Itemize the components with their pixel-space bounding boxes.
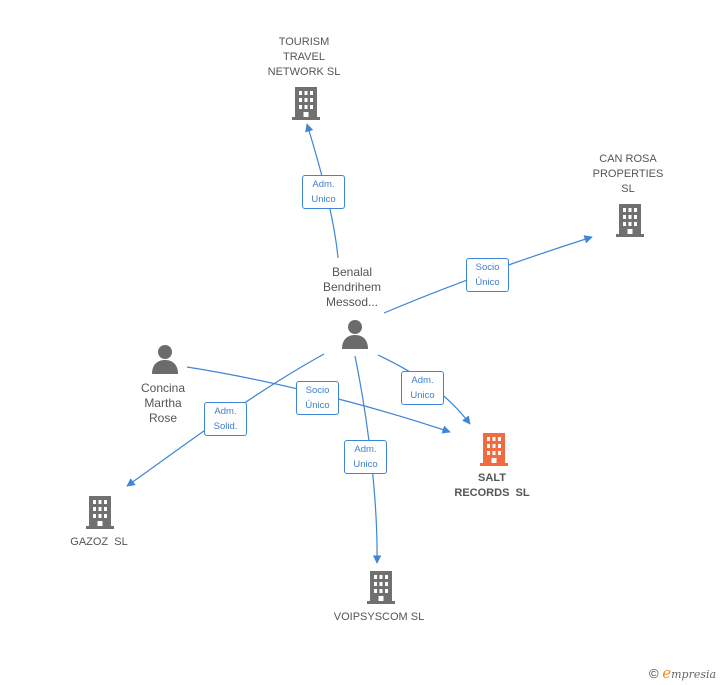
node-label-line: TOURISM: [278, 36, 330, 48]
edge-label-line: Adm.: [312, 179, 335, 190]
node-label-line: GAZOZ SL: [70, 536, 128, 548]
node-label-line: SALT: [478, 472, 506, 484]
edge-label-line: Unico: [410, 390, 435, 401]
node-label-line: Bendrihem: [322, 280, 382, 294]
edge-label-line: Unico: [311, 194, 336, 205]
edge-label-tourism[interactable]: Adm. Unico: [302, 175, 345, 209]
edge-label-line: Unico: [353, 459, 378, 470]
edge-label-line: Adm.: [214, 406, 237, 417]
empresia-logo-initial: e: [662, 664, 672, 682]
node-label-salt[interactable]: SALT RECORDS SL: [442, 471, 542, 501]
node-label-gazoz[interactable]: GAZOZ SL: [49, 535, 149, 550]
node-label-line: TRAVEL: [283, 51, 325, 63]
node-label-tourism[interactable]: TOURISM TRAVEL NETWORK SL: [254, 35, 354, 80]
node-label-line: Martha: [144, 396, 182, 410]
building-icon-canrosa[interactable]: [614, 202, 646, 238]
node-label-voipsyscom[interactable]: VOIPSYSCOM SL: [319, 610, 439, 625]
copyright-symbol: ©: [649, 666, 659, 681]
edge-label-line: Adm.: [354, 444, 377, 455]
building-icon-gazoz[interactable]: [84, 494, 116, 530]
node-label-line: Rose: [148, 411, 177, 425]
node-label-line: Messod...: [325, 295, 379, 309]
edge-label-salt-adm[interactable]: Adm. Unico: [401, 371, 444, 405]
footer-brand: © empresia: [649, 664, 716, 682]
node-label-line: SL: [621, 183, 635, 195]
edge-label-line: Socio: [475, 262, 500, 273]
node-label-concina[interactable]: Concina Martha Rose: [113, 381, 213, 426]
node-label-line: NETWORK SL: [267, 66, 341, 78]
node-label-benalal[interactable]: Benalal Bendrihem Messod...: [302, 265, 402, 310]
node-label-line: Concina: [140, 381, 186, 395]
edge-label-voip[interactable]: Adm. Unico: [344, 440, 387, 474]
node-label-line: VOIPSYSCOM SL: [333, 611, 425, 623]
node-label-canrosa[interactable]: CAN ROSA PROPERTIES SL: [578, 152, 678, 197]
node-label-line: CAN ROSA: [599, 153, 657, 165]
node-label-line: RECORDS SL: [454, 487, 530, 499]
edge-label-line: Socio: [305, 385, 330, 396]
edge-label-line: Adm.: [411, 375, 434, 386]
node-label-line: PROPERTIES: [592, 168, 664, 180]
building-icon-voipsyscom[interactable]: [365, 569, 397, 605]
building-icon-tourism[interactable]: [290, 85, 322, 121]
edge-label-line: Solid.: [213, 421, 238, 432]
person-icon-concina[interactable]: [150, 343, 180, 375]
edge-label-line: Único: [305, 400, 330, 411]
edge-label-salt-socio[interactable]: Socio Único: [296, 381, 339, 415]
empresia-logo-text: mpresia: [671, 668, 717, 681]
building-icon-salt[interactable]: [478, 431, 510, 467]
edge-label-canrosa[interactable]: Socio Único: [466, 258, 509, 292]
person-icon-benalal[interactable]: [340, 318, 370, 350]
edge-label-gazoz[interactable]: Adm. Solid.: [204, 402, 247, 436]
node-label-line: Benalal: [331, 265, 373, 279]
edge-label-line: Único: [475, 277, 500, 288]
